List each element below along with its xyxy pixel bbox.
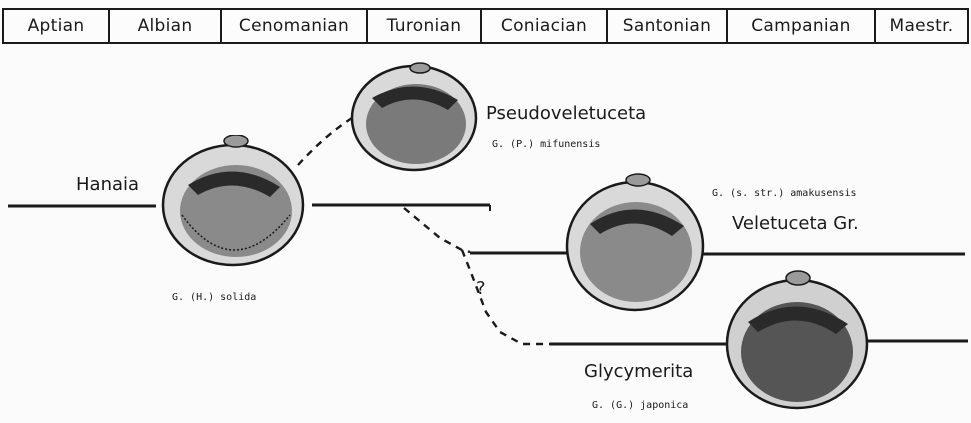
veletuceta-shell-icon	[562, 172, 708, 314]
glycymerita-label: Glycymerita	[584, 361, 693, 382]
glycymerita-species-label: G. (G.) japonica	[592, 400, 688, 411]
veletuceta-branch	[404, 208, 470, 252]
pseudoveletuceta-label: Pseudoveletuceta	[486, 103, 646, 124]
pseudoveletuceta-shell-icon	[348, 62, 480, 172]
uncertain-branch-mark: ?	[476, 278, 486, 299]
veletuceta-label: Veletuceta Gr.	[732, 213, 859, 234]
glycymerita-shell-icon	[722, 268, 872, 412]
veletuceta-species-label: G. (s. str.) amakusensis	[712, 188, 857, 199]
hanaia-label: Hanaia	[76, 174, 139, 195]
pseudoveletuceta-species-label: G. (P.) mifunensis	[492, 139, 600, 150]
hanaia-shell-icon	[158, 135, 308, 267]
hanaia-species-label: G. (H.) solida	[172, 292, 256, 303]
